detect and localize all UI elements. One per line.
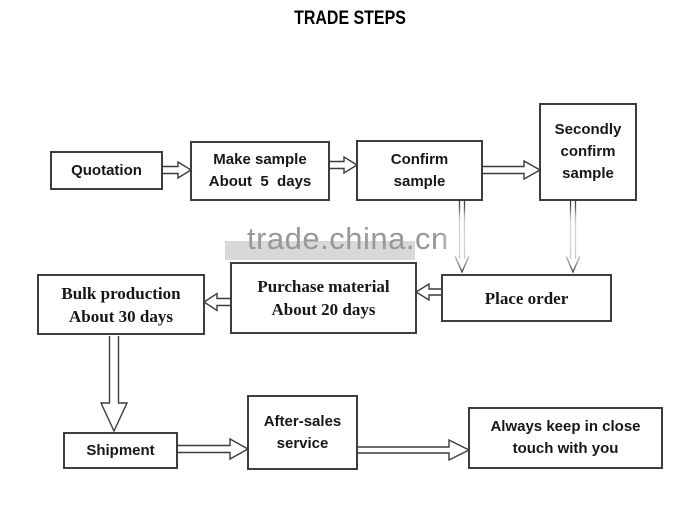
node-label: Bulk production bbox=[61, 283, 181, 303]
node-label: service bbox=[276, 434, 329, 452]
arrow-purchase-to-bulk bbox=[202, 292, 230, 312]
node-label: Secondly bbox=[554, 121, 622, 138]
node-purchase-material: Purchase material About 20 days bbox=[230, 262, 417, 334]
arrow-after-sales-to-always-keep bbox=[358, 438, 471, 462]
watermark-glow bbox=[558, 210, 588, 266]
node-label: Place order bbox=[484, 288, 569, 308]
arrow-secondly-to-place-order bbox=[565, 200, 581, 274]
node-label: Make sample bbox=[213, 151, 307, 168]
arrow-head-chevron bbox=[454, 256, 470, 274]
watermark-band bbox=[225, 241, 415, 260]
arrow-confirm-to-place-order bbox=[454, 200, 470, 274]
node-always-keep-in-touch: Always keep in close touch with you bbox=[468, 407, 663, 469]
node-label: Shipment bbox=[86, 441, 155, 459]
page-title: TRADE STEPS bbox=[294, 8, 406, 29]
node-secondly-confirm-sample: Secondly confirm sample bbox=[539, 103, 637, 201]
watermark-text: trade.china.cn bbox=[247, 221, 449, 256]
node-label: sample bbox=[393, 172, 446, 190]
arrow-place-order-to-purchase bbox=[414, 282, 441, 302]
arrow-confirm-to-secondly bbox=[483, 159, 542, 181]
node-label: After-sales bbox=[263, 412, 342, 430]
watermark-glow bbox=[447, 210, 477, 266]
node-label: Always keep in close bbox=[490, 418, 641, 435]
arrow-make-sample-to-confirm bbox=[330, 155, 359, 175]
node-label: touch with you bbox=[512, 440, 619, 457]
node-label: sample bbox=[562, 165, 614, 182]
node-place-order: Place order bbox=[441, 274, 612, 322]
node-quotation: Quotation bbox=[50, 151, 163, 190]
node-label: About 5 days bbox=[208, 173, 312, 190]
node-bulk-production: Bulk production About 30 days bbox=[37, 274, 205, 335]
node-after-sales-service: After-sales service bbox=[247, 395, 358, 470]
node-label: Purchase material bbox=[257, 277, 390, 296]
arrow-head-chevron bbox=[565, 256, 581, 274]
node-label: About 20 days bbox=[271, 300, 376, 319]
node-label: confirm bbox=[560, 143, 616, 160]
arrow-bulk-to-shipment bbox=[99, 336, 129, 433]
node-shipment: Shipment bbox=[63, 432, 178, 469]
node-label: Confirm bbox=[390, 150, 449, 168]
arrow-quotation-to-make-sample bbox=[163, 160, 193, 180]
node-label: About 30 days bbox=[69, 306, 173, 326]
node-label: Quotation bbox=[71, 161, 142, 179]
arrow-shipment-to-after-sales bbox=[178, 437, 250, 461]
node-make-sample: Make sample About 5 days bbox=[190, 141, 330, 201]
node-confirm-sample: Confirm sample bbox=[356, 140, 483, 201]
